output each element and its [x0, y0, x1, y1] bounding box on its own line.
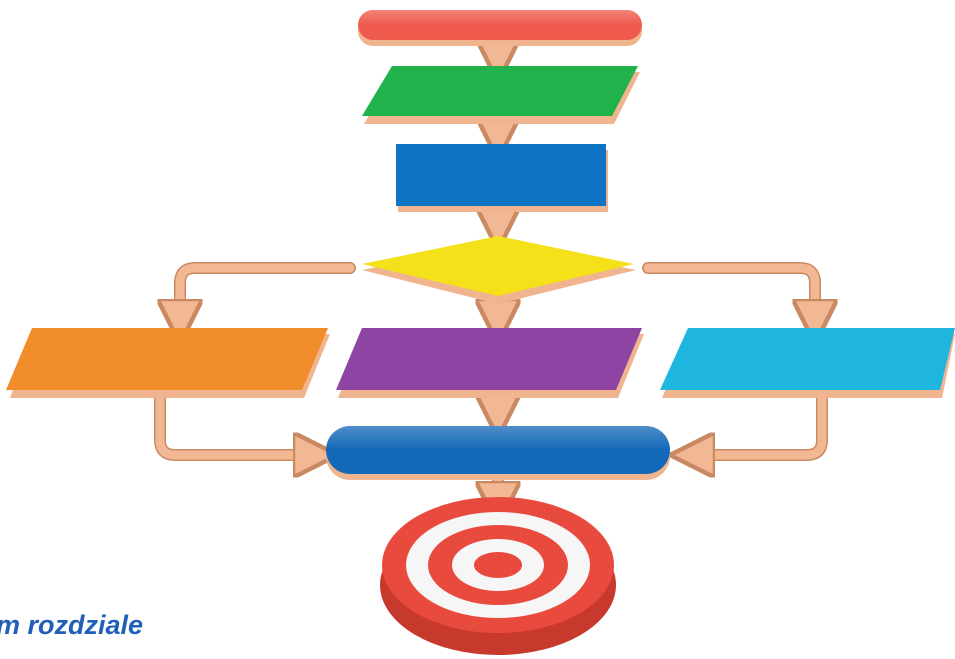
branch-middle-parallelogram: [336, 328, 644, 398]
start-terminal: [358, 10, 642, 46]
branch-right-parallelogram: [660, 328, 955, 398]
process-box: [396, 144, 608, 212]
input-parallelogram: [362, 66, 640, 124]
connector-left-to-merge: [155, 387, 320, 455]
section-caption: m rozdziale: [0, 610, 144, 640]
connector-right-to-merge: [688, 387, 827, 455]
decision-diamond: [362, 236, 636, 304]
connector-decision-to-left: [180, 263, 355, 326]
connector-decision-to-right: [643, 263, 815, 326]
merge-terminal: [326, 426, 670, 480]
target-icon: [380, 497, 616, 655]
branch-left-parallelogram: [6, 328, 330, 398]
connectors: [154, 44, 827, 508]
